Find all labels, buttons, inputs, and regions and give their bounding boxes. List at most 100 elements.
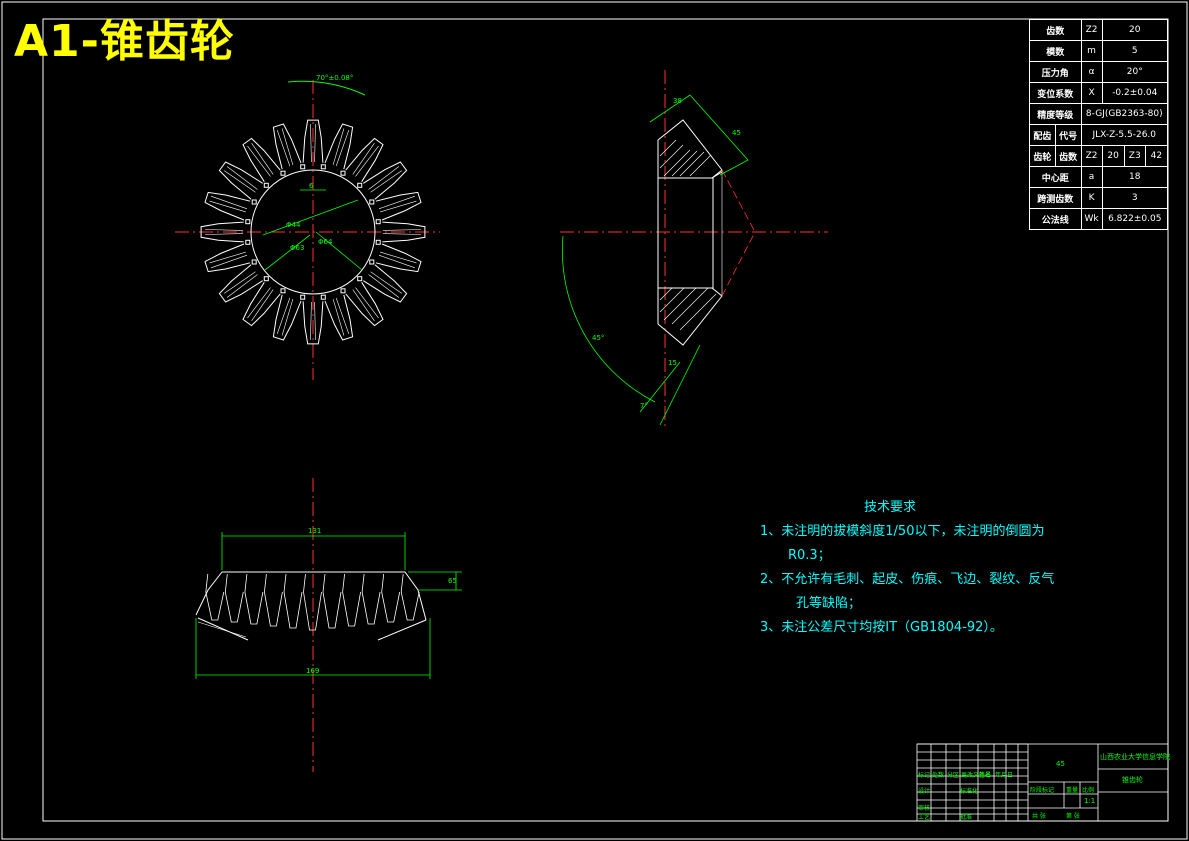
gear-tooth-ridge xyxy=(378,195,415,210)
gear-tooth xyxy=(375,191,422,221)
dim-top-angle: 70°±0.08° xyxy=(316,74,353,82)
front-tooth-edge xyxy=(322,573,326,593)
gear-tooth xyxy=(345,282,384,327)
gear-root-notch xyxy=(357,182,363,188)
param-value: JLX-Z-5.5-26.0 xyxy=(1080,124,1169,146)
gear-tooth-ridge xyxy=(368,166,400,190)
param-label: 跨测齿数 xyxy=(1029,187,1082,209)
note-line-2: R0.3； xyxy=(788,548,831,563)
gear-tooth-ridge xyxy=(352,289,375,321)
gear-tooth-ridge xyxy=(209,200,246,213)
gear-root-notch xyxy=(245,239,251,245)
technical-notes: 技术要求 1、未注明的拔模斜度1/50以下，未注明的倒圆为 R0.3； 2、不允… xyxy=(760,496,1054,640)
gear-tooth-ridge xyxy=(281,128,294,165)
tb-label: 设计 xyxy=(918,788,931,795)
gear-tooth-ridge xyxy=(276,130,291,167)
param-sym: m xyxy=(1080,40,1103,62)
param-sym: Wk xyxy=(1080,208,1103,230)
gear-tooth-ridge xyxy=(310,301,312,341)
gear-tooth xyxy=(200,221,244,243)
param-label: 压力角 xyxy=(1029,61,1082,83)
gear-tooth-ridge xyxy=(209,251,246,264)
front-tooth xyxy=(342,591,361,627)
gear-root-notch xyxy=(251,199,257,205)
param-value: 6.822±0.05 xyxy=(1101,208,1169,230)
gear-root-notch xyxy=(280,288,286,294)
param-sym: Z2 xyxy=(1080,145,1103,167)
param-value: 18 xyxy=(1101,166,1169,188)
dim-side-a: 38 xyxy=(673,97,682,105)
tb-label: 处数 xyxy=(932,772,945,779)
dim-d1: Φ44 xyxy=(286,221,301,229)
dim-d2: Φ63 xyxy=(290,244,304,252)
param-sym: Z2 xyxy=(1080,19,1103,41)
gear-root-notch xyxy=(300,294,306,300)
title-block xyxy=(916,743,1169,822)
param-label: 变位系数 xyxy=(1029,82,1082,104)
front-tooth-edge xyxy=(283,573,287,593)
gear-tooth xyxy=(302,301,324,345)
gear-tooth-ridge xyxy=(314,123,316,163)
gear-tooth xyxy=(363,161,408,200)
tb-label: 批准 xyxy=(960,814,973,821)
param-sub: 齿数 xyxy=(1054,145,1082,167)
front-tooth-edge xyxy=(205,573,209,593)
gear-root-notch xyxy=(263,182,269,188)
param-value: 8-GJ(GB2363-80) xyxy=(1080,103,1169,125)
gear-tooth xyxy=(363,264,408,303)
param-value2: 42 xyxy=(1144,145,1169,167)
tb-label: 第 张 xyxy=(1066,813,1080,820)
tb-material: 45 xyxy=(1056,760,1065,768)
tb-label: 审核 xyxy=(918,805,931,812)
param-value: -0.2±0.04 xyxy=(1101,82,1169,104)
gear-tooth-ridge xyxy=(247,287,271,319)
inner-frame xyxy=(42,18,1169,822)
param-sym: α xyxy=(1080,61,1103,83)
gear-tooth-ridge xyxy=(224,271,256,294)
dim-side-d: 15 xyxy=(668,359,677,367)
gear-root-notch xyxy=(320,294,326,300)
gear-root-notch xyxy=(375,219,381,225)
dim-front-top: 131 xyxy=(308,527,321,535)
gear-tooth xyxy=(242,282,281,327)
param-sym: K xyxy=(1080,187,1103,209)
gear-tooth-ridge xyxy=(382,229,422,231)
gear-tooth xyxy=(345,137,384,182)
gear-side-view: 38 45 45° 7° 15 xyxy=(560,70,828,430)
gear-root-notch xyxy=(369,199,375,205)
note-line-4: 孔等缺陷； xyxy=(796,596,862,611)
dim-front-h: 65 xyxy=(448,577,457,585)
dim-side-c: 7° xyxy=(640,402,648,410)
gear-tooth-ridge xyxy=(226,166,258,190)
param-label: 精度等级 xyxy=(1029,103,1082,125)
tb-scale: 1:1 xyxy=(1084,797,1096,805)
gear-tooth xyxy=(218,161,263,200)
gear-tooth-ridge xyxy=(355,145,379,177)
param-value: 3 xyxy=(1101,187,1169,209)
gear-tooth xyxy=(204,191,251,221)
front-tooth xyxy=(400,591,420,621)
tb-label: 更改文件号 xyxy=(961,772,992,779)
dim-d3: Φ64 xyxy=(318,238,333,246)
gear-top-view: 70°±0.08° Φ44 Φ63 Φ64 6 xyxy=(175,74,440,380)
gear-tooth-ridge xyxy=(332,128,345,165)
gear-front-view: 131 65 169 xyxy=(195,478,462,772)
tb-label: 标记 xyxy=(918,772,931,779)
tb-label: 分区 xyxy=(947,772,960,779)
gear-tooth xyxy=(302,119,324,163)
param-sym: X xyxy=(1080,82,1103,104)
tb-label: 签名 xyxy=(979,772,992,779)
param-value: 20 xyxy=(1101,19,1169,41)
tb-label: 重量 xyxy=(1066,787,1079,794)
gear-tooth xyxy=(218,264,263,303)
gear-root-notch xyxy=(263,276,269,282)
front-tooth xyxy=(322,591,342,629)
gear-tooth-ridge xyxy=(251,289,274,321)
